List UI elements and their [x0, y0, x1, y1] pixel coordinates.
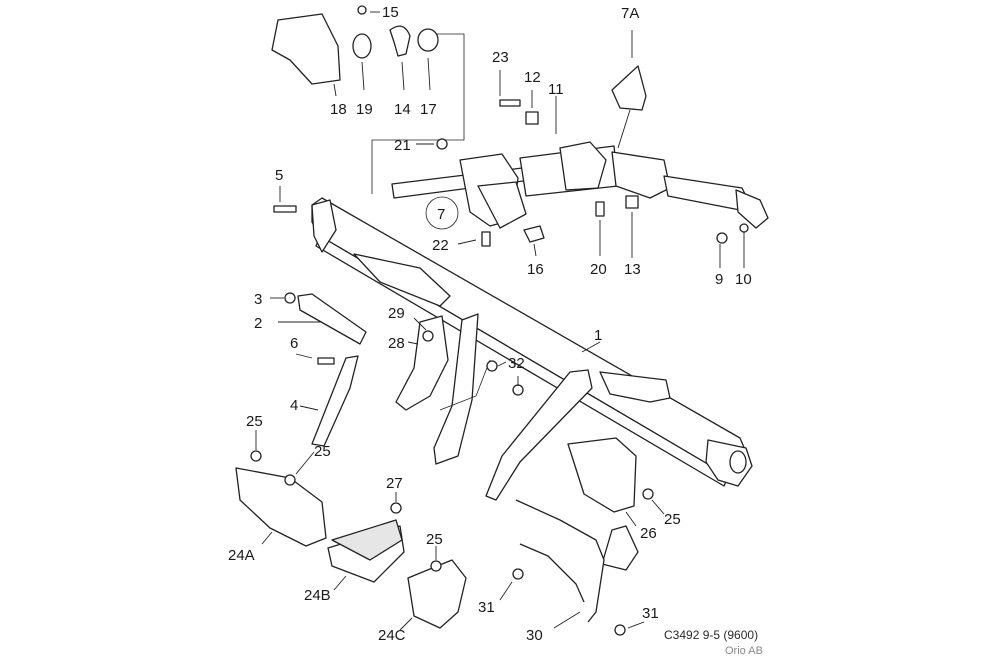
callout-24a: 24A: [228, 547, 255, 564]
callout-9: 9: [715, 271, 723, 288]
copyright-credit: Orio AB: [725, 645, 763, 657]
callout-labels: 1 2 3 4 5 6 7 7A 9 10 11 12 13 14 15 16 …: [228, 4, 752, 644]
callout-6: 6: [290, 335, 298, 352]
callout-26: 26: [640, 525, 657, 542]
callout-25-left-lower: 25: [314, 443, 331, 460]
callout-14: 14: [394, 101, 411, 118]
callout-3: 3: [254, 291, 262, 308]
callout-16: 16: [527, 261, 544, 278]
callout-10: 10: [735, 271, 752, 288]
callout-21: 21: [394, 137, 411, 154]
callout-11: 11: [548, 81, 564, 98]
callout-31-right: 31: [642, 605, 659, 622]
callout-18: 18: [330, 101, 347, 118]
callout-25-left-upper: 25: [246, 413, 263, 430]
callout-17: 17: [420, 101, 437, 118]
callout-1: 1: [594, 327, 602, 344]
callout-25-right: 25: [664, 511, 681, 528]
callout-20: 20: [590, 261, 607, 278]
callout-32: 32: [508, 355, 525, 372]
callout-15: 15: [382, 4, 399, 21]
callout-24c: 24C: [378, 627, 406, 644]
callout-5: 5: [275, 167, 283, 184]
callout-31-center: 31: [478, 599, 495, 616]
callout-29: 29: [388, 305, 405, 322]
left-brackets: [297, 293, 593, 501]
callout-7: 7: [437, 206, 445, 223]
callout-7a: 7A: [621, 5, 639, 22]
callout-23: 23: [492, 49, 509, 66]
callout-2: 2: [254, 315, 262, 332]
callout-30: 30: [526, 627, 543, 644]
callout-28: 28: [388, 335, 405, 352]
callout-12: 12: [524, 69, 541, 86]
callout-4: 4: [290, 397, 298, 414]
callout-19: 19: [356, 101, 373, 118]
callout-13: 13: [624, 261, 641, 278]
callout-24b: 24B: [304, 587, 331, 604]
drawing-caption: C3492 9-5 (9600): [664, 628, 759, 642]
leader-lines: [255, 11, 745, 631]
callout-7-circle: [425, 196, 459, 230]
cross-beam: [311, 197, 753, 487]
steering-column: [391, 65, 769, 229]
callout-25-center: 25: [426, 531, 443, 548]
top-bracket-group: [271, 13, 465, 194]
floor-panels: [235, 437, 639, 629]
callout-27: 27: [386, 475, 403, 492]
callout-22: 22: [432, 237, 449, 254]
